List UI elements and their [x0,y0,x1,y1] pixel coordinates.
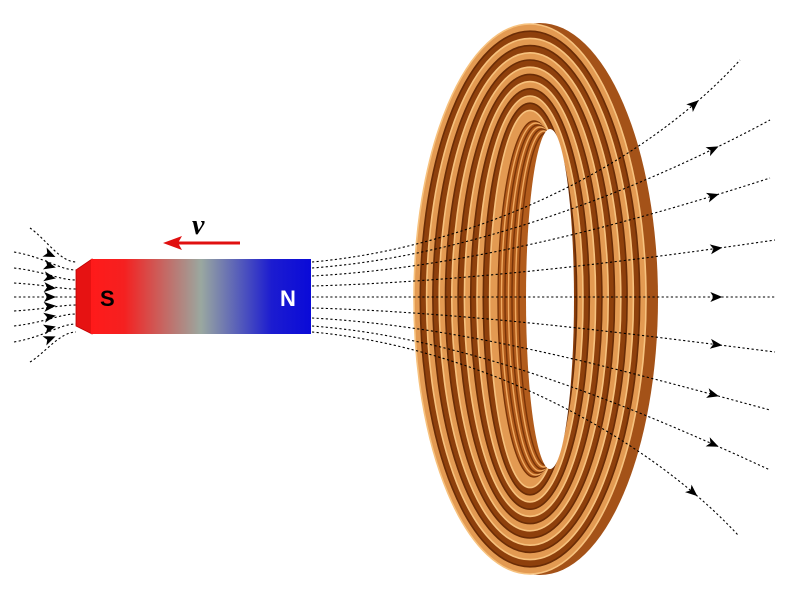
coil-hole [526,129,574,469]
field-line [13,267,77,281]
field-line [13,282,77,290]
field-arrow [710,292,723,302]
field-arrow [705,192,719,203]
field-arrow [43,301,56,312]
field-arrow [42,259,56,270]
field-arrow [686,100,699,112]
field-arrow [43,312,56,323]
field-arrow [705,146,719,157]
field-line [13,323,77,343]
bar-magnet: S N [75,258,311,335]
magnet-end-face [75,258,93,335]
field-line [13,251,77,271]
field-line [311,307,776,353]
wire-coil [413,23,658,575]
field-line [311,325,771,471]
field-line [29,227,77,263]
field-arrow [705,437,719,447]
field-line [311,239,776,287]
south-pole-label: S [100,286,115,311]
field-arrow [709,244,723,255]
velocity-arrow [163,236,240,250]
field-line [311,119,771,269]
field-arrow [43,282,56,293]
field-arrow [706,388,719,398]
field-arrow [42,336,56,346]
field-arrow [685,484,698,497]
field-line [13,304,77,312]
field-line [13,313,77,327]
magnet-body [91,259,311,334]
field-arrow [44,292,56,302]
field-arrow [42,324,56,335]
magnetic-field-lines [13,59,776,536]
field-arrow [42,247,56,257]
field-line [29,331,77,363]
north-pole-label: N [280,286,296,311]
velocity-label: v [192,210,205,241]
field-arrow [709,338,723,349]
field-arrow [43,271,56,282]
